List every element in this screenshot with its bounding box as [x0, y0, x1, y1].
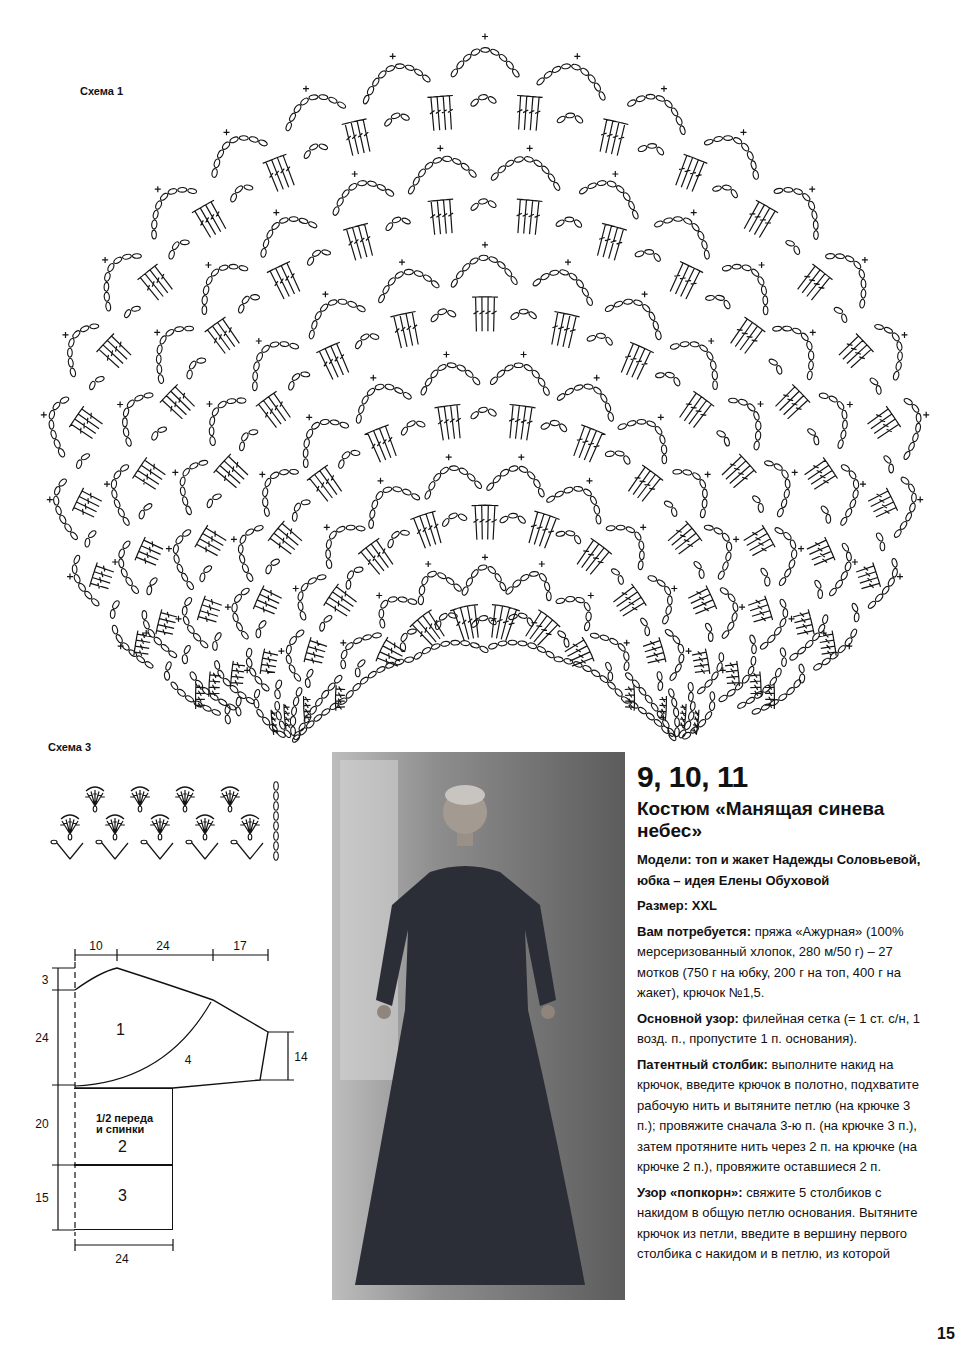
photo-hand — [541, 1005, 555, 1019]
text-column: 9, 10, 11 Костюм «Манящая синева небес» Мо… — [637, 760, 929, 1270]
stitch-symbols — [41, 34, 929, 735]
paragraph: Вам потребуется:пряжа «Ажурная» (100% ме… — [637, 922, 929, 1004]
photo-hair — [445, 785, 485, 805]
center-fold-line — [74, 962, 75, 1236]
article-title: Костюм «Манящая синева небес» — [637, 798, 929, 842]
popcorn-symbols — [57, 787, 263, 859]
lead-in: Модели: топ и жакет Надежды Соловьевой, … — [637, 852, 920, 888]
paragraph: Модели: топ и жакет Надежды Соловьевой, … — [637, 850, 929, 891]
yoke-line — [75, 1002, 211, 1086]
photo-ground — [332, 752, 625, 1300]
piece-number: 1 — [116, 1022, 125, 1038]
chain-symbols — [51, 782, 278, 860]
lead-in: Узор «попкорн»: — [637, 1185, 743, 1200]
chart-title: Схема 3 — [48, 742, 91, 753]
chain-symbols — [49, 48, 921, 743]
crochet-chart — [41, 34, 929, 743]
lead-in: Вам потребуется: — [637, 924, 751, 939]
paragraph: Узор «попкорн»:свяжите 5 столбиков с нак… — [637, 1183, 929, 1265]
pattern-piece: 1/2 переда и спинки 2 — [74, 1088, 173, 1165]
chart-title: Схема 1 — [80, 86, 123, 97]
lead-in: Основной узор: — [637, 1011, 739, 1026]
photo-window — [340, 760, 398, 1080]
item-numbers: 9, 10, 11 — [637, 760, 929, 794]
dimension: 10 — [88, 940, 103, 952]
piece-outline-path — [75, 968, 268, 1088]
dimension: 24 — [34, 1032, 49, 1044]
dimension: 14 — [293, 1051, 308, 1063]
piece-caption: 1/2 переда и спинки — [96, 1113, 160, 1135]
paragraph: Основной узор:филейная сетка (= 1 ст. с/… — [637, 1009, 929, 1050]
photo-hand — [377, 1005, 391, 1019]
photo — [332, 752, 625, 1300]
dimension: 24 — [114, 1253, 129, 1265]
dimension-line — [260, 1032, 294, 1080]
popcorn-chart — [51, 782, 278, 860]
pattern-piece: 1 — [74, 960, 274, 1090]
lead-in: Размер: XXL — [637, 898, 717, 913]
dimension: 20 — [34, 1118, 49, 1130]
dimension: 24 — [155, 940, 170, 952]
dimension-line — [52, 968, 75, 1230]
dimension: 15 — [34, 1192, 49, 1204]
lead-in: Патентный столбик: — [637, 1057, 768, 1072]
piece-number: 2 — [118, 1139, 127, 1155]
dimension: 17 — [232, 940, 247, 952]
schematic — [52, 949, 294, 1251]
body-text: выполните накид на крючок, введите крючо… — [637, 1057, 919, 1175]
piece-number: 3 — [118, 1188, 127, 1204]
dimension: 3 — [41, 974, 50, 986]
photo-dress — [355, 866, 585, 1285]
paragraph: Размер: XXL — [637, 896, 929, 917]
piece-outline — [74, 960, 274, 1090]
callout-number: 4 — [184, 1054, 193, 1066]
page-number: 15 — [937, 1326, 955, 1342]
pattern-piece: 3 — [74, 1165, 173, 1230]
paragraph: Патентный столбик:выполните накид на крю… — [637, 1055, 929, 1178]
dimension-line — [75, 1239, 173, 1251]
